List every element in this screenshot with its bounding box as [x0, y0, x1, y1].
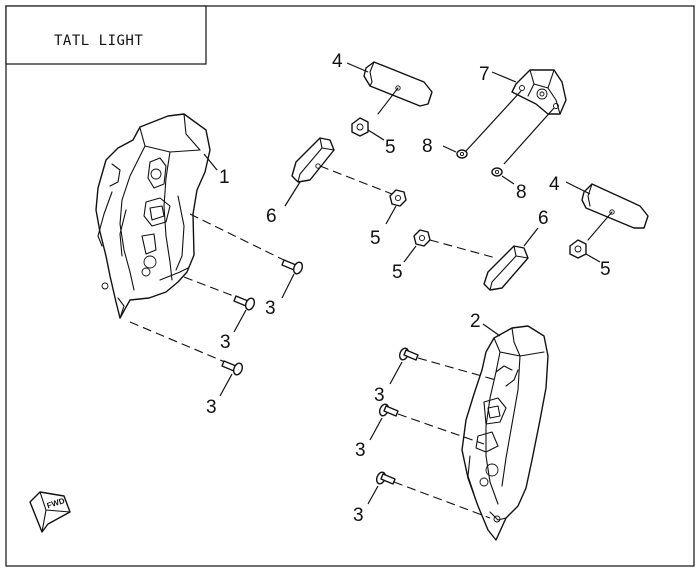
callout-screw-c: 3	[206, 397, 217, 418]
callout-5-leader	[385, 205, 397, 225]
nut-middle	[389, 189, 407, 207]
washer-right	[491, 167, 503, 177]
assembly-line	[465, 90, 522, 152]
tail-light-left	[95, 113, 211, 319]
reflector-side-right	[483, 245, 529, 291]
callout-reflector-top: 4	[332, 51, 343, 72]
callout-3-leader	[219, 373, 233, 397]
callout-1-leader	[203, 153, 218, 171]
callout-3-leader	[389, 361, 403, 385]
callout-8-leader	[501, 175, 515, 185]
callout-5-leader	[585, 253, 601, 263]
screw-upper-left	[281, 259, 304, 275]
screw-upper-right	[398, 347, 419, 361]
reflector-side-left	[291, 137, 335, 183]
diagram-title: TATL LIGHT	[54, 33, 143, 49]
callout-washer-a: 8	[422, 136, 433, 157]
diagram-border	[5, 5, 695, 567]
callout-7-leader	[491, 71, 517, 83]
callout-3-leader	[281, 273, 295, 299]
tail-light-right	[461, 325, 549, 541]
callout-nut-a: 5	[385, 137, 396, 158]
callout-3-leader	[233, 309, 247, 333]
callout-5-leader	[403, 245, 417, 263]
callout-5-leader	[367, 129, 385, 141]
callout-screw-f: 3	[353, 505, 364, 526]
assembly-line	[189, 213, 293, 265]
screw-lower-left	[221, 360, 244, 376]
callout-tail-light-right: 2	[470, 311, 481, 332]
callout-4-leader	[565, 181, 591, 195]
callout-washer-b: 8	[516, 182, 527, 203]
washer-left	[456, 149, 468, 159]
assembly-line	[503, 107, 555, 165]
callout-screw-d: 3	[374, 385, 385, 406]
forward-arrow-icon: FWD	[29, 491, 71, 533]
assembly-line	[393, 481, 491, 519]
assembly-line	[129, 321, 233, 366]
callout-bracket: 7	[479, 64, 490, 85]
assembly-line	[429, 239, 497, 259]
callout-screw-a: 3	[265, 298, 276, 319]
callout-nut-c: 5	[600, 259, 611, 280]
nut-top	[351, 117, 369, 137]
callout-4-leader	[346, 62, 369, 73]
title-block: TATL LIGHT	[5, 5, 207, 65]
callout-reflector-side-right: 6	[538, 208, 549, 229]
assembly-line	[319, 165, 393, 195]
assembly-line	[397, 413, 485, 445]
callout-screw-b: 3	[220, 332, 231, 353]
callout-2-leader	[482, 323, 501, 337]
nut-right	[569, 239, 587, 259]
callout-6-leader	[284, 181, 301, 207]
callout-8-leader	[442, 145, 457, 153]
nut-lower-middle	[413, 229, 431, 247]
callout-nut-d: 5	[392, 262, 403, 283]
callout-3-leader	[367, 485, 379, 505]
callout-reflector-side-left: 6	[266, 206, 277, 227]
callout-6-leader	[523, 227, 539, 247]
callout-screw-e: 3	[355, 440, 366, 461]
callout-tail-light-left: 1	[219, 167, 230, 188]
reflector-top	[363, 61, 433, 115]
reflector-right	[581, 183, 649, 241]
assembly-line	[183, 276, 245, 301]
callout-3-leader	[369, 417, 383, 441]
callout-nut-b: 5	[370, 228, 381, 249]
screw-lower-right	[375, 471, 396, 485]
screw-middle-left	[233, 295, 256, 311]
screw-middle-right	[378, 403, 399, 417]
callout-reflector-right: 4	[549, 174, 560, 195]
